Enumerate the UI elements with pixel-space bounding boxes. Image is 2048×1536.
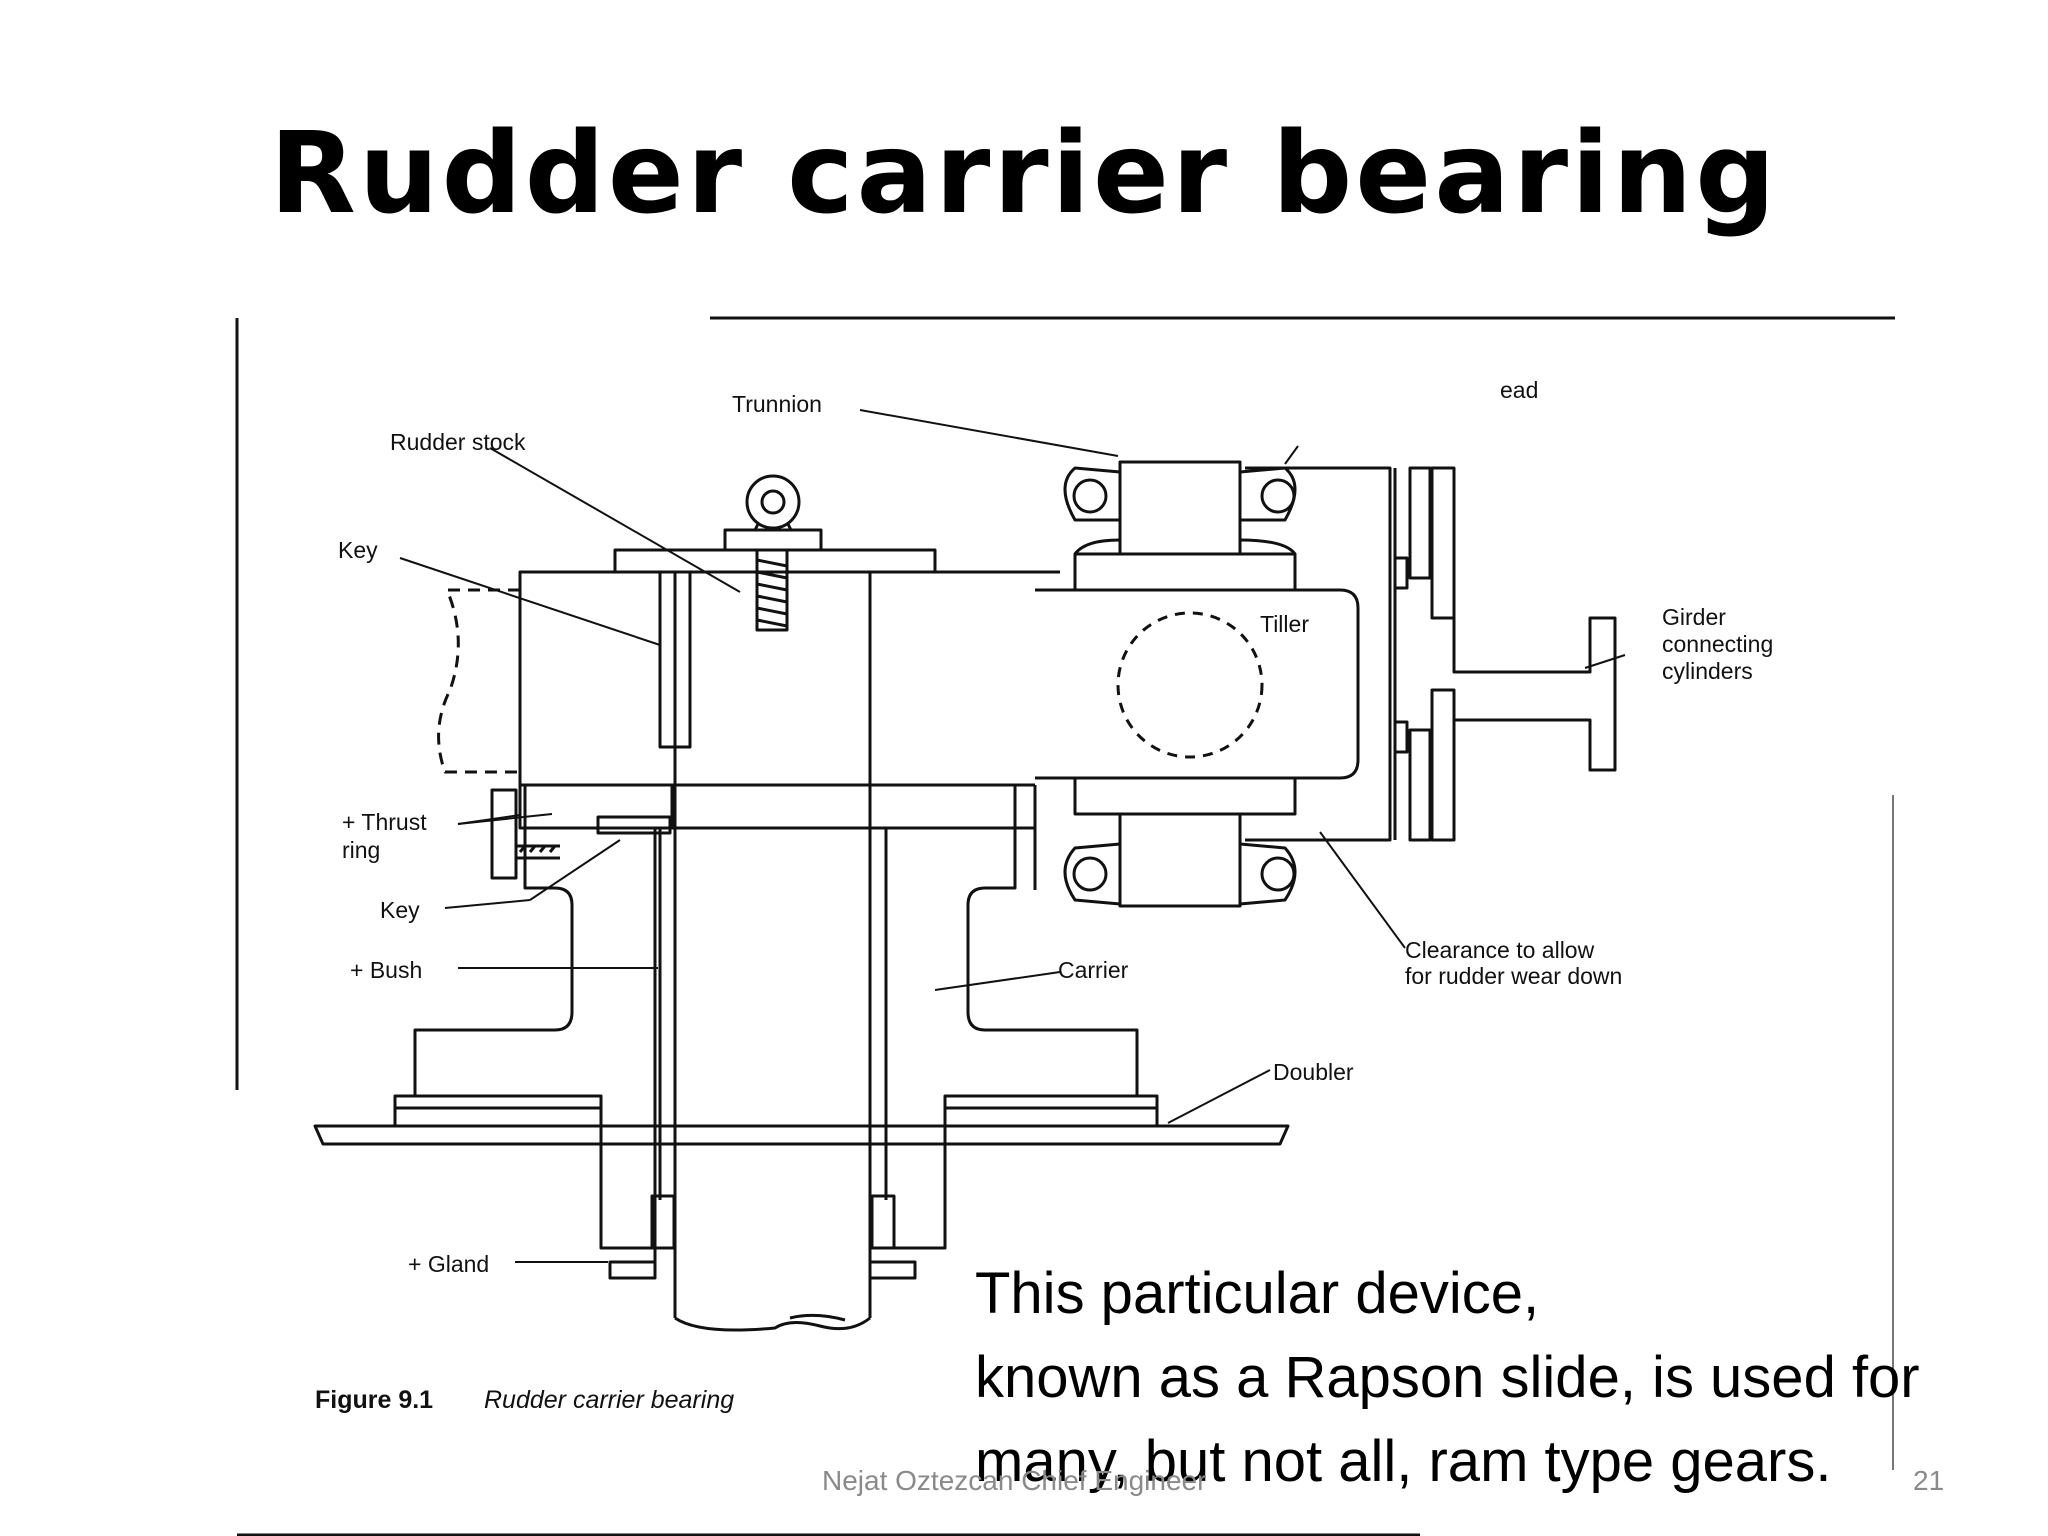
label-doubler: Doubler xyxy=(1273,1059,1354,1085)
figure-caption-text: Rudder carrier bearing xyxy=(484,1386,734,1414)
label-gland: + Gland xyxy=(408,1251,489,1277)
label-clearance-2: for rudder wear down xyxy=(1405,963,1622,989)
label-ead: ead xyxy=(1500,377,1538,403)
label-rudder-stock: Rudder stock xyxy=(390,429,526,455)
upper-housing xyxy=(518,570,1060,890)
slide-body-text: This particular device, known as a Rapso… xyxy=(975,1252,2035,1504)
label-trunnion: Trunnion xyxy=(732,391,822,417)
tiller xyxy=(1035,588,1360,780)
carrier-housing xyxy=(413,783,1139,1250)
deck-plate xyxy=(313,1094,1290,1146)
body-line: This particular device, xyxy=(975,1261,1540,1326)
label-thrust-1: + Thrust xyxy=(342,809,427,835)
label-tiller: Tiller xyxy=(1260,611,1309,637)
label-thrust-2: ring xyxy=(342,837,380,863)
label-carrier: Carrier xyxy=(1058,957,1129,983)
label-girder-3: cylinders xyxy=(1662,658,1753,684)
cutaway-outline xyxy=(437,588,520,774)
crosshead xyxy=(1245,466,1617,842)
label-key-bottom: Key xyxy=(380,897,420,923)
slide-title: Rudder carrier bearing xyxy=(269,109,1779,239)
rudder-stock xyxy=(613,474,937,1332)
label-clearance-1: Clearance to allow xyxy=(1405,937,1595,963)
lower-slide-block xyxy=(1063,776,1297,908)
body-line: known as a Rapson slide, is used for xyxy=(975,1345,1920,1410)
label-girder-1: Girder xyxy=(1662,604,1726,630)
slide-footer: Nejat Oztezcan Chief Engineer xyxy=(822,1465,1207,1496)
upper-slide-block xyxy=(1063,460,1297,592)
upper-key xyxy=(658,570,692,749)
label-girder-2: connecting xyxy=(1662,631,1773,657)
label-bush: + Bush xyxy=(350,957,422,983)
slide-page-number: 21 xyxy=(1913,1465,1945,1496)
label-key-top: Key xyxy=(338,537,378,563)
body-line: many, but not all, ram type gears. xyxy=(975,1429,1832,1494)
thrust-ring xyxy=(490,783,674,880)
bush-gland xyxy=(608,828,917,1280)
figure-caption-number: Figure 9.1 xyxy=(315,1386,433,1414)
